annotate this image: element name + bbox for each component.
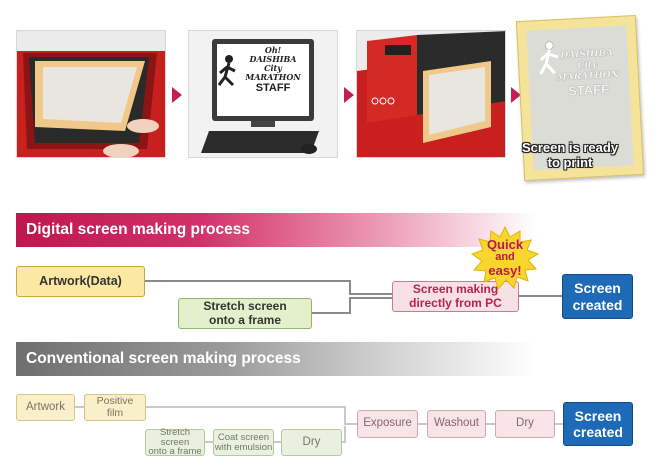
starburst-badge-icon: [470, 226, 540, 291]
digital-stretch-line-2: onto a frame: [208, 312, 281, 327]
monitor-line-3: City: [264, 63, 282, 73]
digital-making-line-1: Screen making: [412, 281, 499, 296]
finished-screen-mesh: DAISHIBA City MARATHON STAFF: [526, 25, 634, 171]
conv-created-line-2: created: [573, 424, 623, 440]
ready-caption-line-1: Screen is ready: [521, 140, 619, 155]
conventional-section-title: Conventional screen making process: [16, 342, 536, 376]
monitor-screen-text: Oh! DAISHIBA City MARATHON STAFF: [237, 46, 309, 95]
conventional-connector: [146, 406, 357, 425]
conv-artwork-box: Artwork: [16, 394, 75, 421]
digital-connector: [312, 297, 392, 314]
finished-screen-frame: DAISHIBA City MARATHON STAFF: [515, 14, 645, 182]
quick-easy-badge: Quick and easy!: [470, 238, 540, 277]
arrow-icon: [511, 87, 521, 103]
arrow-icon: [344, 87, 354, 103]
conv-positive-line-1: Positive: [96, 395, 134, 408]
digital-created-box: Screen created: [562, 274, 633, 319]
arrow-icon: [172, 87, 182, 103]
screen-maker-illustration: [357, 31, 505, 157]
conv-positive-line-2: film: [106, 406, 124, 419]
machine-illustration: [17, 31, 165, 157]
digital-stretch-box: Stretch screen onto a frame: [178, 298, 312, 329]
ready-caption-line-2: to print: [547, 155, 593, 170]
runner-icon: [217, 55, 236, 87]
conv-coat-line-2: with emulsion: [214, 441, 273, 453]
conv-exposure-box: Exposure: [357, 410, 418, 438]
runner-icon: [539, 41, 559, 75]
conv-coat-line-1: Coat screen: [217, 431, 270, 443]
monitor-line-4: MARATHON: [245, 72, 301, 82]
monitor-line-2: DAISHIBA: [249, 54, 297, 64]
photo-machine-processing: [356, 30, 506, 158]
digital-section-title: Digital screen making process: [16, 213, 536, 247]
conv-positive-film-box: Positive film: [84, 394, 146, 421]
conv-created-box: Screen created: [563, 402, 633, 446]
photo-pc-monitor: Oh! DAISHIBA City MARATHON STAFF: [188, 30, 338, 158]
conv-dry1-box: Dry: [281, 429, 342, 456]
photo-frame-on-machine: [16, 30, 166, 158]
badge-line-1: Quick: [486, 237, 524, 252]
ready-caption: Screen is ready to print: [510, 140, 630, 170]
digital-connector: [145, 280, 392, 295]
conv-dry2-box: Dry: [495, 410, 555, 438]
badge-line-3: easy!: [488, 263, 522, 278]
digital-stretch-line-1: Stretch screen: [203, 298, 287, 313]
conv-stretch-line-2: onto a frame: [148, 446, 202, 458]
digital-created-line-1: Screen: [574, 280, 621, 297]
digital-created-line-2: created: [572, 296, 623, 313]
conv-stretch-line-1: Stretch screen: [159, 426, 191, 448]
monitor-line-1: Oh!: [264, 45, 282, 55]
conv-coat-box: Coat screen with emulsion: [213, 429, 274, 456]
conv-stretch-box: Stretch screen onto a frame: [145, 426, 205, 458]
badge-line-2: and: [495, 251, 515, 263]
computer-illustration: [189, 31, 337, 157]
conv-created-line-1: Screen: [574, 407, 622, 424]
conv-washout-box: Washout: [427, 410, 486, 438]
monitor-line-5: STAFF: [255, 82, 291, 94]
digital-artwork-box: Artwork(Data): [16, 266, 145, 297]
digital-making-line-2: directly from PC: [409, 295, 502, 310]
conventional-connector: [342, 426, 346, 443]
